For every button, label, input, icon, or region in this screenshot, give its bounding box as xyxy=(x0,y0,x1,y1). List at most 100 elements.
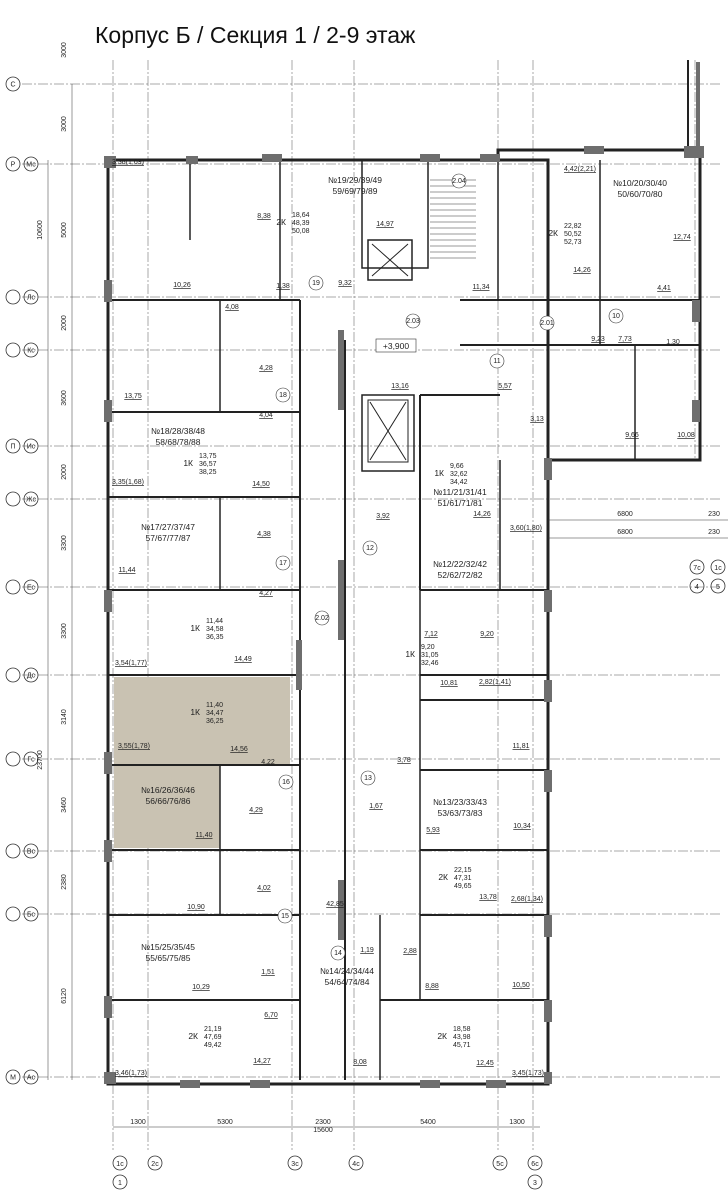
dim-right: 6800 xyxy=(617,529,633,536)
room-area: 10,34 xyxy=(513,823,531,830)
room-area: 5,57 xyxy=(498,383,512,390)
apartment-numbers-upper: 52/62/72/82 xyxy=(438,570,483,580)
axis-label-left: Р xyxy=(11,162,16,169)
axis-sublabel-left: Вс xyxy=(27,849,36,856)
axis-bubble-left-sub xyxy=(23,843,39,859)
room-area: 9,66 xyxy=(625,432,639,439)
total-area: 36,57 xyxy=(199,461,217,468)
apartment-number: №19/29/39/49 xyxy=(328,175,382,185)
room-area: 10,29 xyxy=(192,984,210,991)
dim-left: 2000 xyxy=(61,315,68,331)
apartment-numbers-upper: 55/65/75/85 xyxy=(146,953,191,963)
room-code-marker xyxy=(489,353,505,369)
axis-label-right: 1с xyxy=(714,565,722,572)
axis-bubble-left xyxy=(5,579,21,595)
room-area: 3,38(1,69) xyxy=(112,159,144,166)
room-area: 13,16 xyxy=(391,383,409,390)
apartment-number: №17/27/37/47 xyxy=(141,522,195,532)
room-area: 4,02 xyxy=(257,885,271,892)
walls xyxy=(106,60,702,1086)
apartment-type: 2К xyxy=(548,228,558,238)
dim-left: 3000 xyxy=(61,42,68,58)
room-area: 1,30 xyxy=(666,339,680,346)
axis-label-bottom: 4с xyxy=(352,1161,360,1168)
room-code: 2.04 xyxy=(452,178,466,185)
dim-left: 2000 xyxy=(61,464,68,480)
room-area: 3,78 xyxy=(397,757,411,764)
plan-title: Корпус Б / Секция 1 / 2-9 этаж xyxy=(95,22,416,48)
room-area: 11,44 xyxy=(119,567,136,574)
total-area: 47,69 xyxy=(204,1034,222,1041)
room-area: 11,81 xyxy=(513,743,530,750)
axis-bubble-left xyxy=(5,289,21,305)
room-area: 10,81 xyxy=(440,680,458,687)
total-area: 34,58 xyxy=(206,626,224,633)
room-code: 11 xyxy=(493,358,500,365)
room-code: 2.03 xyxy=(406,318,420,325)
axis-bubble-bottom xyxy=(492,1155,508,1171)
axis-sublabel-left: Дс xyxy=(27,673,36,680)
axis-sublabel-left: Ес xyxy=(27,585,36,592)
room-code: 2.02 xyxy=(315,615,329,622)
axis-sublabel-left: Бс xyxy=(27,912,36,919)
apartment-type: 1К xyxy=(183,458,193,468)
axis-bubble-left xyxy=(5,76,21,92)
dim-left: 3140 xyxy=(61,709,68,725)
room-area: 14,27 xyxy=(253,1058,271,1065)
room-area: 4,41 xyxy=(657,285,671,292)
room-code-marker xyxy=(608,308,624,324)
axis-label-right: 7с xyxy=(693,565,701,572)
room-area: 3,60(1,80) xyxy=(510,525,542,532)
axis-sublabel-right: 5 xyxy=(716,584,720,591)
axis-label-left: С xyxy=(10,82,15,89)
axis-sublabel-left: Гс xyxy=(27,757,35,764)
axis-bubble-left xyxy=(5,906,21,922)
axis-bubble-left-sub xyxy=(23,579,39,595)
room-area: 8,08 xyxy=(353,1059,367,1066)
total-area-with-balcony: 32,46 xyxy=(421,660,439,667)
room-area: 1,67 xyxy=(369,803,383,810)
apartment-number: №14/24/34/44 xyxy=(320,966,374,976)
apartment-number: №10/20/30/40 xyxy=(613,178,667,188)
room-area: 3,92 xyxy=(376,513,390,520)
apartment-number: №11/21/31/41 xyxy=(433,487,487,497)
axis-bubble-left-sub xyxy=(23,342,39,358)
axis-bubble-left-sub xyxy=(23,491,39,507)
axis-bubble-bottom xyxy=(287,1155,303,1171)
dim-left: 3300 xyxy=(61,623,68,639)
room-area: 4,29 xyxy=(249,807,263,814)
stair-treads xyxy=(430,179,476,259)
apartment-type: 2К xyxy=(188,1031,198,1041)
total-area: 47,31 xyxy=(454,875,472,882)
axis-bubble-left xyxy=(5,751,21,767)
axis-bubble-left xyxy=(5,342,21,358)
apartment-numbers-upper: 59/69/79/89 xyxy=(333,186,378,196)
total-area: 34,47 xyxy=(206,710,224,717)
axis-sublabel-left: Ис xyxy=(27,444,36,451)
axis-bubble-left-sub xyxy=(23,906,39,922)
room-code-marker xyxy=(314,610,330,626)
axis-bubble-right-sub xyxy=(710,578,726,594)
dim-bottom: 5400 xyxy=(420,1119,436,1126)
axis-bubble-bottom-sub xyxy=(527,1174,543,1190)
axis-sublabel-bottom: 3 xyxy=(533,1180,537,1187)
room-code-marker xyxy=(362,540,378,556)
total-area-with-balcony: 52,73 xyxy=(564,239,582,246)
level-mark-box xyxy=(375,338,417,353)
room-area: 8,38 xyxy=(257,213,271,220)
dim-right: 230 xyxy=(708,529,720,536)
room-code: 2.01 xyxy=(540,320,554,327)
room-code-marker xyxy=(405,313,421,329)
room-area: 3,54(1,77) xyxy=(115,660,147,667)
axis-label-left: М xyxy=(10,1075,16,1082)
room-area: 14,97 xyxy=(376,221,394,228)
room-area: 42,85 xyxy=(326,901,344,908)
room-code-marker xyxy=(278,774,294,790)
total-area-with-balcony: 36,35 xyxy=(206,634,224,641)
living-area: 22,15 xyxy=(454,867,472,874)
axis-bubble-left-sub xyxy=(23,751,39,767)
room-code-marker xyxy=(275,555,291,571)
axis-bubble-left-sub xyxy=(23,1069,39,1085)
room-code-marker xyxy=(360,770,376,786)
apartment-numbers-upper: 53/63/73/83 xyxy=(438,808,483,818)
